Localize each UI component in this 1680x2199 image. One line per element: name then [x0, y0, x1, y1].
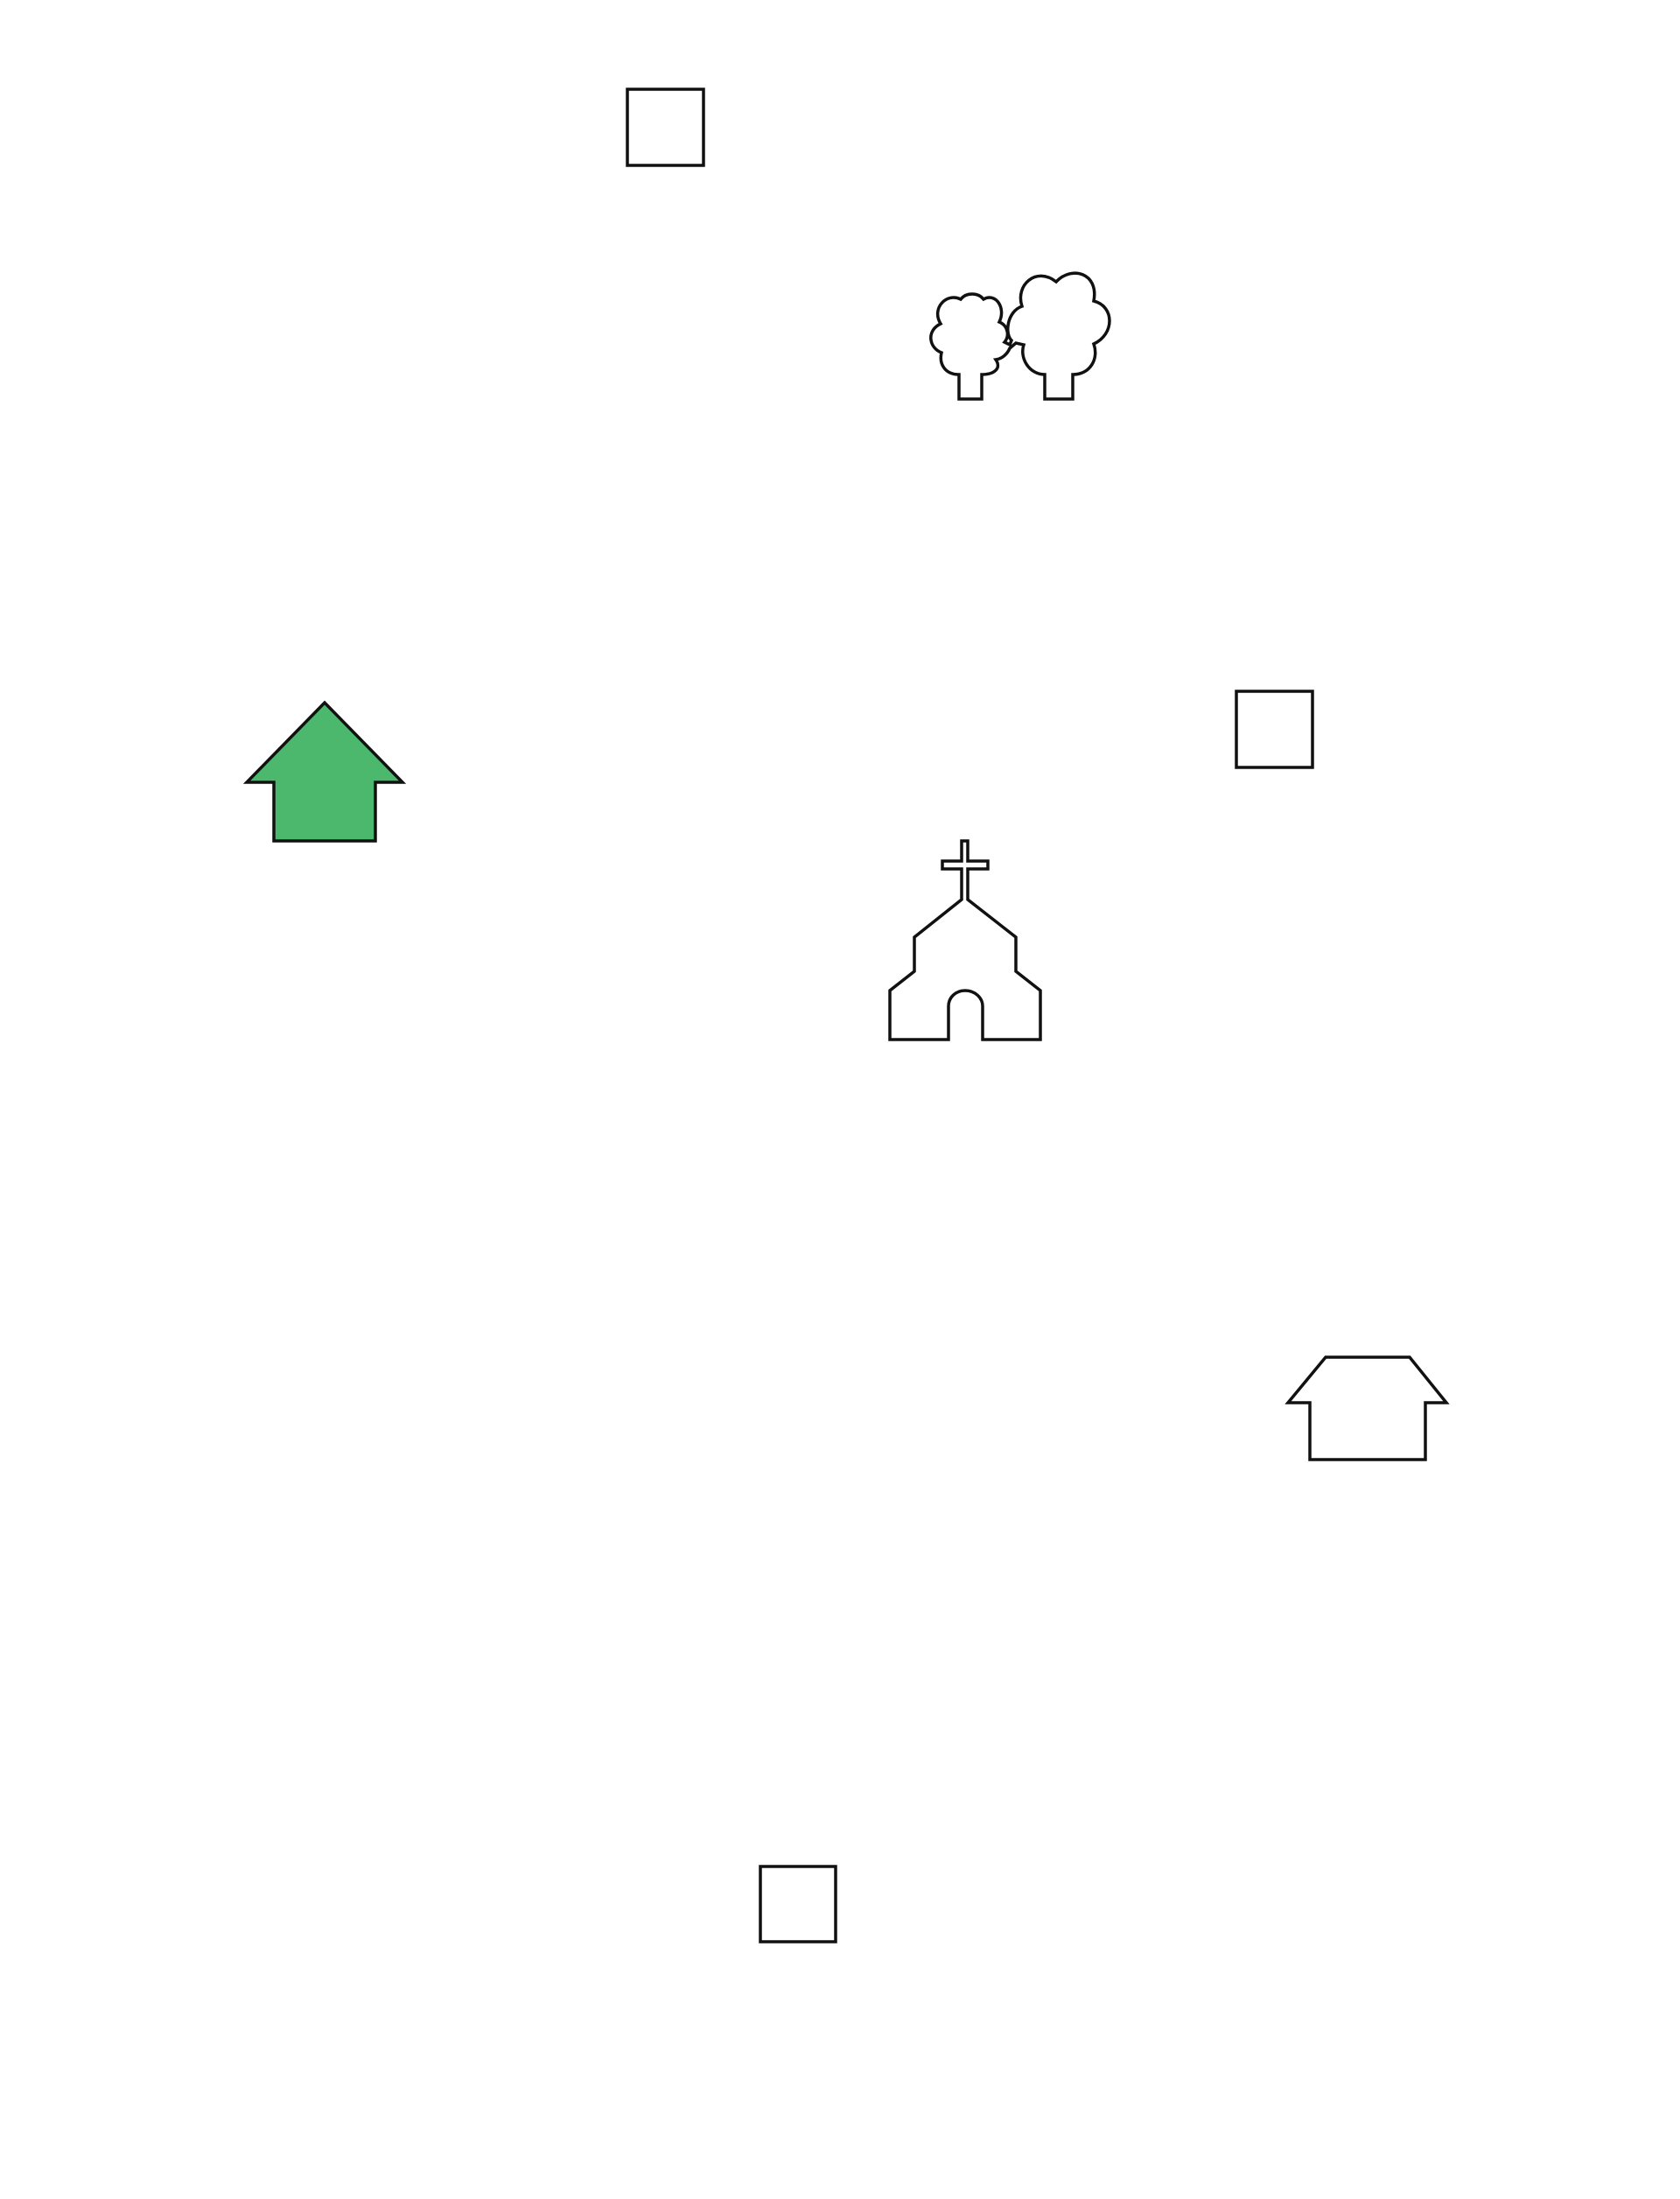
symbol-building [1284, 1355, 1450, 1461]
trees-icon [929, 271, 1111, 401]
symbol-square-3 [759, 1865, 837, 1943]
symbol-trees [929, 271, 1111, 401]
church-icon [888, 839, 1042, 1041]
square-icon [759, 1865, 837, 1943]
symbol-square-2 [1235, 690, 1314, 769]
symbol-home [242, 700, 407, 843]
house-arrow-icon [242, 700, 407, 843]
symbol-square-1 [626, 88, 705, 167]
square-icon [626, 88, 705, 167]
square-icon [1235, 690, 1314, 769]
symbol-church [888, 839, 1042, 1041]
house-icon [1284, 1355, 1450, 1461]
